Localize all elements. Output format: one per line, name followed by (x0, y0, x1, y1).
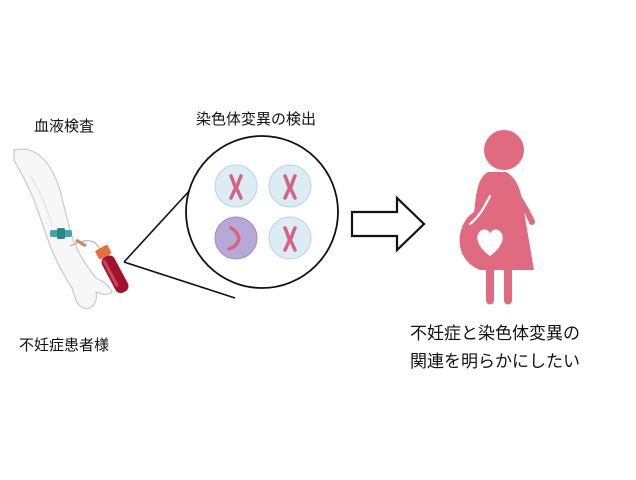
infertility-patient-label: 不妊症患者様 (19, 336, 110, 354)
chromosome-cell-icon (268, 216, 312, 260)
arrow-right-icon (350, 195, 426, 253)
goal-label: 不妊症と染色体変異の 関連を明らかにしたい (377, 320, 613, 376)
heart-icon (477, 229, 503, 256)
chromosome-detection-label: 染色体変異の検出 (196, 110, 317, 128)
blood-tube-icon (69, 238, 129, 294)
chromosome-cell-icon (268, 164, 312, 208)
magnifier-circle-icon (185, 135, 339, 289)
goal-label-line2: 関連を明らかにしたい (410, 352, 580, 372)
pregnant-woman-icon (459, 130, 535, 305)
goal-label-line1: 不妊症と染色体変異の (410, 324, 580, 344)
chromosome-cell-icon (214, 164, 258, 208)
chromosome-cell-icon (214, 216, 258, 260)
blood-test-label: 血液検査 (34, 117, 95, 135)
tourniquet-icon (50, 228, 72, 239)
